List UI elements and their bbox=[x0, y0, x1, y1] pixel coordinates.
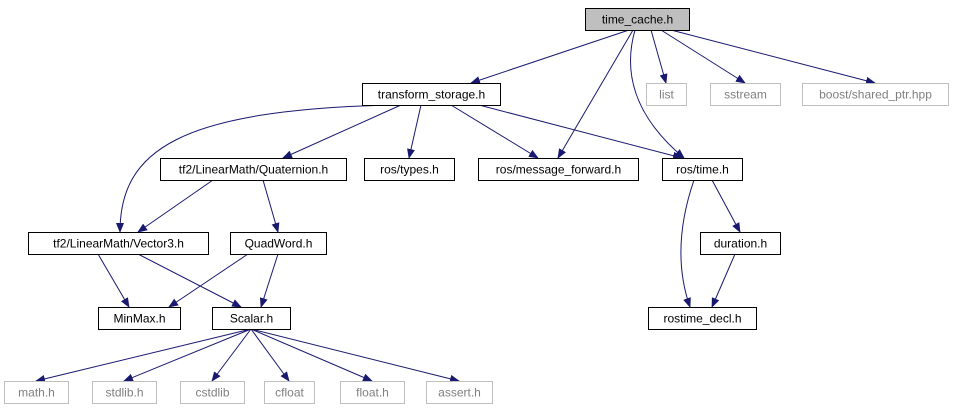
node-cfloat: cfloat bbox=[264, 381, 315, 404]
node-message-forward[interactable]: ros/message_forward.h bbox=[478, 158, 639, 181]
edge-time-cache-to-sstream bbox=[660, 29, 746, 84]
edge-transform-storage-to-vector3 bbox=[116, 104, 392, 233]
node-minmax[interactable]: MinMax.h bbox=[98, 307, 181, 330]
node-box bbox=[180, 381, 245, 404]
node-cstdlib: cstdlib bbox=[180, 381, 245, 404]
edge-vector3-to-minmax bbox=[97, 253, 130, 308]
node-box bbox=[230, 232, 327, 255]
node-box bbox=[340, 381, 405, 404]
node-label: cstdlib bbox=[195, 386, 229, 400]
node-box bbox=[478, 158, 639, 181]
node-box bbox=[160, 158, 347, 181]
edge-quaternion-to-vector3 bbox=[137, 179, 214, 233]
node-label: tf2/LinearMath/Quaternion.h bbox=[179, 163, 328, 177]
edge-time-cache-to-shared-ptr bbox=[670, 29, 876, 85]
node-label: tf2/LinearMath/Vector3.h bbox=[53, 237, 184, 251]
node-float: float.h bbox=[340, 381, 405, 404]
edge-time-cache-to-transform-storage bbox=[470, 29, 630, 84]
edge-transform-storage-to-ros-time bbox=[478, 104, 683, 160]
edge-ros-time-to-duration bbox=[711, 179, 741, 233]
node-label: stdlib.h bbox=[105, 386, 143, 400]
node-label: sstream bbox=[724, 88, 767, 102]
node-label: assert.h bbox=[438, 386, 481, 400]
node-quadword[interactable]: QuadWord.h bbox=[230, 232, 327, 255]
edge-duration-to-rostime-decl bbox=[711, 253, 736, 308]
edge-quadword-to-minmax bbox=[168, 253, 249, 308]
node-label: ros/types.h bbox=[380, 163, 439, 177]
node-box bbox=[585, 8, 690, 31]
edge-scalar-to-cfloat bbox=[250, 328, 290, 382]
node-box bbox=[700, 232, 781, 255]
edges-layer bbox=[35, 29, 876, 383]
edge-vector3-to-scalar bbox=[137, 253, 242, 308]
edge-scalar-to-stdlib bbox=[123, 328, 252, 382]
node-label: float.h bbox=[356, 386, 389, 400]
edge-scalar-to-math bbox=[35, 328, 252, 383]
node-label: ros/message_forward.h bbox=[496, 163, 621, 177]
edge-transform-storage-to-quaternion bbox=[282, 104, 402, 159]
node-list: list bbox=[646, 83, 687, 106]
node-box bbox=[648, 307, 757, 330]
node-rostime-decl[interactable]: rostime_decl.h bbox=[648, 307, 757, 330]
node-box bbox=[98, 307, 181, 330]
edge-ros-time-to-rostime-decl bbox=[680, 179, 695, 308]
node-time-cache[interactable]: time_cache.h bbox=[585, 8, 690, 31]
node-vector3[interactable]: tf2/LinearMath/Vector3.h bbox=[28, 232, 209, 255]
node-label: Scalar.h bbox=[230, 312, 273, 326]
node-shared-ptr: boost/shared_ptr.hpp bbox=[802, 83, 949, 106]
node-label: ros/time.h bbox=[676, 163, 729, 177]
node-label: transform_storage.h bbox=[378, 88, 485, 102]
node-label: duration.h bbox=[714, 237, 767, 251]
node-box bbox=[710, 83, 781, 106]
node-label: rostime_decl.h bbox=[663, 312, 741, 326]
node-box bbox=[28, 232, 209, 255]
node-label: MinMax.h bbox=[113, 312, 165, 326]
node-math: math.h bbox=[4, 381, 69, 404]
node-label: cfloat bbox=[275, 386, 304, 400]
node-box bbox=[426, 381, 493, 404]
edge-scalar-to-assert bbox=[250, 328, 460, 383]
node-quaternion[interactable]: tf2/LinearMath/Quaternion.h bbox=[160, 158, 347, 181]
edge-time-cache-to-message-forward bbox=[557, 29, 634, 159]
node-duration[interactable]: duration.h bbox=[700, 232, 781, 255]
edge-time-cache-to-list bbox=[650, 29, 668, 84]
node-label: QuadWord.h bbox=[245, 237, 313, 251]
node-assert: assert.h bbox=[426, 381, 493, 404]
edge-quaternion-to-quadword bbox=[262, 179, 280, 233]
edge-transform-storage-to-message-forward bbox=[450, 104, 539, 159]
node-box bbox=[802, 83, 949, 106]
node-label: boost/shared_ptr.hpp bbox=[819, 88, 932, 102]
node-box bbox=[646, 83, 687, 106]
node-ros-time[interactable]: ros/time.h bbox=[662, 158, 743, 181]
node-box bbox=[92, 381, 157, 404]
node-box bbox=[264, 381, 315, 404]
edge-time-cache-to-ros-time bbox=[630, 29, 685, 159]
node-box bbox=[364, 158, 455, 181]
edge-quadword-to-scalar bbox=[259, 253, 279, 308]
node-scalar[interactable]: Scalar.h bbox=[212, 307, 291, 330]
node-transform-storage[interactable]: transform_storage.h bbox=[362, 83, 501, 106]
node-sstream: sstream bbox=[710, 83, 781, 106]
node-label: math.h bbox=[18, 386, 55, 400]
node-box bbox=[362, 83, 501, 106]
node-label: time_cache.h bbox=[602, 13, 673, 27]
node-box bbox=[4, 381, 69, 404]
nodes-layer: time_cache.h transform_storage.h list sstre… bbox=[4, 8, 949, 404]
node-box bbox=[662, 158, 743, 181]
node-stdlib: stdlib.h bbox=[92, 381, 157, 404]
edge-scalar-to-cstdlib bbox=[211, 328, 252, 382]
node-box bbox=[212, 307, 291, 330]
edge-transform-storage-to-ros-types bbox=[407, 104, 422, 159]
edge-scalar-to-float bbox=[250, 328, 373, 382]
node-ros-types[interactable]: ros/types.h bbox=[364, 158, 455, 181]
node-label: list bbox=[659, 88, 674, 102]
